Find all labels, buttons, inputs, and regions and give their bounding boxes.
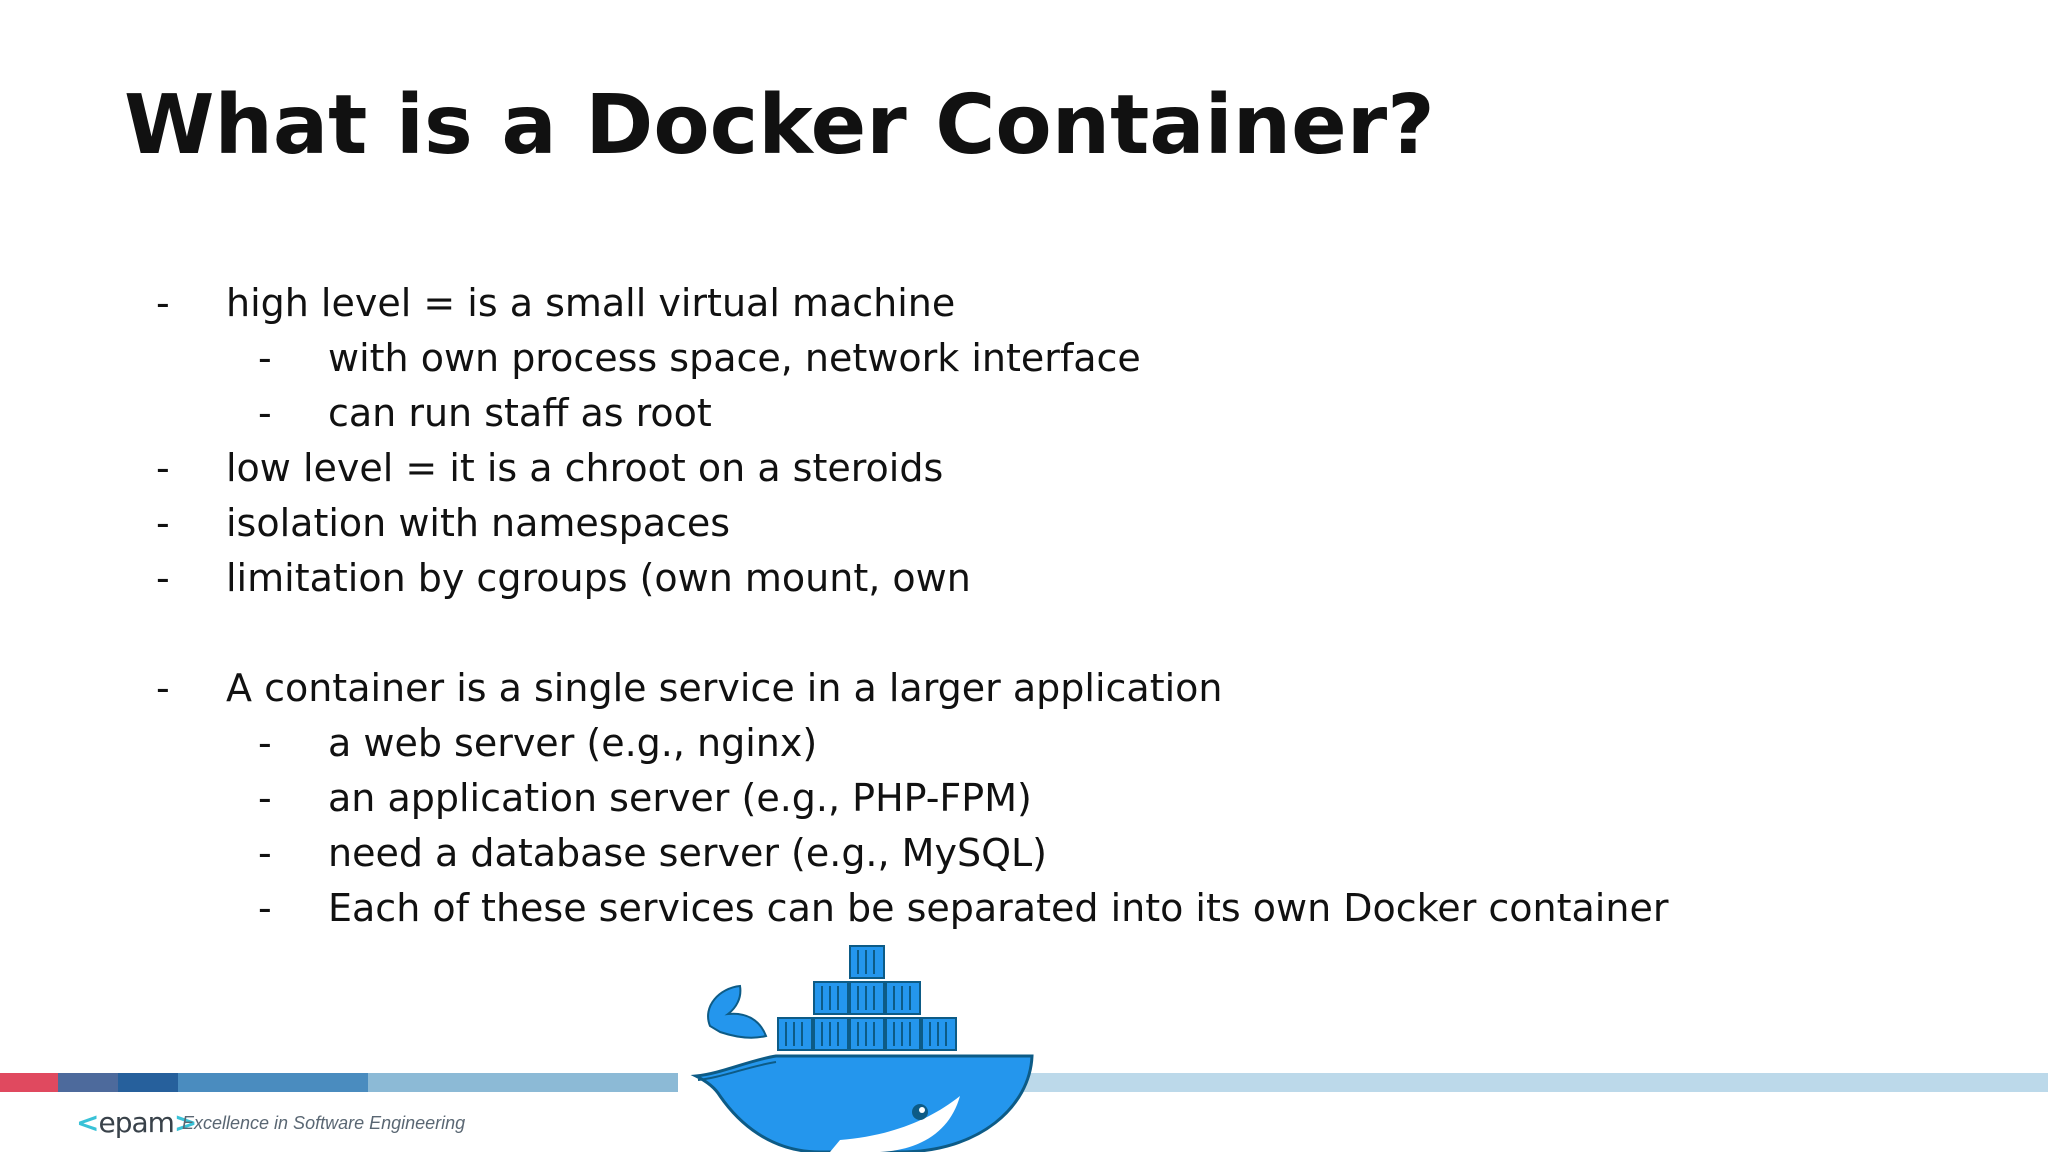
footer-stripe-navy — [58, 1073, 118, 1092]
bullet-text: low level = it is a chroot on a steroids — [226, 446, 944, 490]
bullet-dash: - — [156, 501, 170, 545]
bullet-text: A container is a single service in a lar… — [226, 666, 1223, 710]
footer-stripe-dark-blue — [118, 1073, 178, 1092]
bullet-dash: - — [258, 721, 272, 765]
bullet-dash: - — [258, 391, 272, 435]
footer-tagline: Excellence in Software Engineering — [182, 1113, 466, 1133]
footer-stripe-mid-blue — [178, 1073, 368, 1092]
footer-stripe-pale-blue — [1010, 1073, 2048, 1092]
bullet-dash: - — [156, 281, 170, 325]
bullet-dash: - — [156, 666, 170, 710]
logo-text: epam — [98, 1106, 174, 1139]
epam-logo: <epam> — [76, 1103, 197, 1143]
bullet-dash: - — [258, 831, 272, 875]
bullet-text: an application server (e.g., PHP-FPM) — [328, 776, 1032, 820]
bullet-dash: - — [156, 446, 170, 490]
bullet-text: can run staff as root — [328, 391, 712, 435]
logo-bracket-right: > — [173, 1106, 197, 1139]
bullet-dash: - — [258, 776, 272, 820]
bullet-text: high level = is a small virtual machine — [226, 281, 956, 325]
bullet-dash: - — [258, 886, 272, 930]
bullet-text: with own process space, network interfac… — [328, 336, 1141, 380]
bullet-text: a web server (e.g., nginx) — [328, 721, 818, 765]
logo-bracket-left: < — [76, 1106, 99, 1139]
bullet-dash: - — [258, 336, 272, 380]
bullet-text: Each of these services can be separated … — [328, 886, 1669, 930]
footer-stripe-red — [0, 1073, 58, 1092]
bullet-dash: - — [156, 556, 170, 600]
bullet-text: need a database server (e.g., MySQL) — [328, 831, 1047, 875]
footer-stripe-light-blue — [368, 1073, 678, 1092]
slide-title: What is a Docker Container? — [124, 78, 1435, 173]
bullet-text: isolation with namespaces — [226, 501, 731, 545]
bullet-list: - high level = is a small virtual machin… — [156, 281, 1669, 930]
docker-whale-icon — [690, 945, 1034, 1152]
bullet-text: limitation by cgroups (own mount, own — [226, 556, 971, 600]
